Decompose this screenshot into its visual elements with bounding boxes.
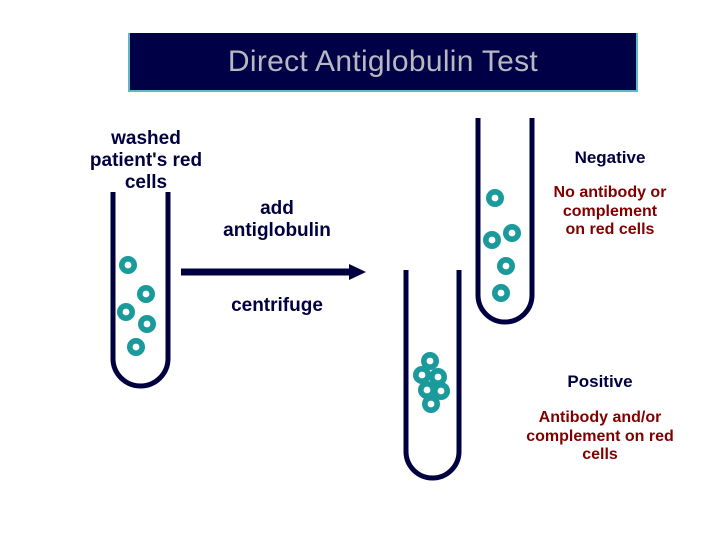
washed-patient-cells-tube	[110, 192, 171, 389]
red-cell	[483, 231, 501, 249]
agglutinated-red-cell	[429, 368, 447, 386]
label-add-antiglobulin: add antiglobulin	[223, 198, 331, 242]
test-tubes-group	[110, 118, 535, 481]
agglutinated-red-cell	[418, 381, 436, 399]
red-cell	[127, 338, 145, 356]
red-cell-center	[423, 386, 431, 394]
slide-title-bar: Direct Antiglobulin Test	[128, 33, 638, 92]
label-positive-result: Positive	[567, 372, 633, 391]
red-cell-center	[491, 194, 499, 202]
red-cell	[119, 256, 137, 274]
red-cell-center	[488, 236, 496, 244]
agglutinated-red-cell	[413, 366, 431, 384]
process-arrow-group	[181, 264, 366, 280]
red-cell-center	[497, 289, 505, 297]
red-cell-center	[427, 400, 435, 408]
agglutinated-red-cell	[432, 382, 450, 400]
red-cell	[503, 224, 521, 242]
label-negative-result: Negative	[574, 148, 646, 167]
label-positive-description: Antibody and/or complement on red cells	[526, 409, 674, 464]
red-cell	[486, 189, 504, 207]
red-cell-center	[143, 320, 151, 328]
positive-result-tube	[403, 270, 462, 481]
red-cell-center	[508, 229, 516, 237]
red-cell-center	[502, 262, 510, 270]
agglutinated-red-cell	[422, 395, 440, 413]
label-washed-patient-cells: washed patient's red cells	[89, 128, 203, 194]
label-negative-description: No antibody or complement on red cells	[553, 184, 667, 239]
red-cell-center	[124, 261, 132, 269]
red-cell	[138, 315, 156, 333]
page-title: Direct Antiglobulin Test	[227, 44, 539, 78]
negative-result-tube	[475, 118, 535, 325]
red-cell-center	[418, 371, 426, 379]
label-centrifuge: centrifuge	[231, 295, 323, 316]
red-cell-center	[132, 343, 140, 351]
red-cell-center	[437, 387, 445, 395]
red-cell	[497, 257, 515, 275]
red-cells-group	[117, 189, 521, 413]
agglutinated-red-cell	[421, 352, 439, 370]
red-cell-center	[122, 308, 130, 316]
red-cell	[137, 285, 155, 303]
red-cell-center	[142, 290, 150, 298]
red-cell-center	[426, 357, 434, 365]
process-arrow-head	[349, 264, 366, 280]
red-cell-center	[434, 373, 442, 381]
red-cell	[117, 303, 135, 321]
red-cell	[492, 284, 510, 302]
